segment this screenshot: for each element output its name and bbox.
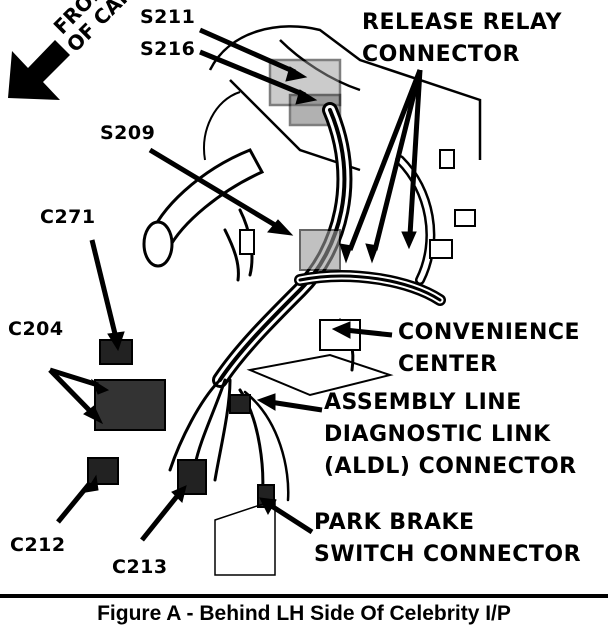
aldl-label-line1: ASSEMBLY LINE — [324, 390, 522, 415]
s211-label: S211 — [140, 6, 196, 28]
front-of-car-arrow — [8, 40, 70, 100]
aldl-label-line2: DIAGNOSTIC LINK — [324, 422, 551, 447]
c212-label: C212 — [10, 534, 66, 556]
park-brake-label-line1: PARK BRAKE — [314, 510, 475, 535]
convenience-center-label-line2: CENTER — [398, 352, 498, 377]
wiring-harness — [168, 102, 446, 502]
park-brake-label-line2: SWITCH CONNECTOR — [314, 542, 582, 567]
callout-arrows — [48, 27, 423, 542]
c271-label: C271 — [40, 206, 96, 228]
figure-caption: Figure A - Behind LH Side Of Celebrity I… — [97, 602, 511, 625]
connector-blocks — [87, 149, 476, 508]
s216-label: S216 — [140, 38, 196, 60]
c204-label: C204 — [8, 318, 64, 340]
caption-divider — [0, 594, 608, 598]
bracket — [214, 353, 394, 576]
c213-label: C213 — [112, 556, 168, 578]
steering-column — [142, 91, 265, 268]
release-relay-label-line2: CONNECTOR — [362, 42, 520, 67]
aldl-label-line3: (ALDL) CONNECTOR — [324, 454, 577, 479]
release-relay-label-line1: RELEASE RELAY — [362, 10, 562, 35]
convenience-center-label-line1: CONVENIENCE — [398, 320, 581, 345]
s209-label: S209 — [100, 122, 156, 144]
